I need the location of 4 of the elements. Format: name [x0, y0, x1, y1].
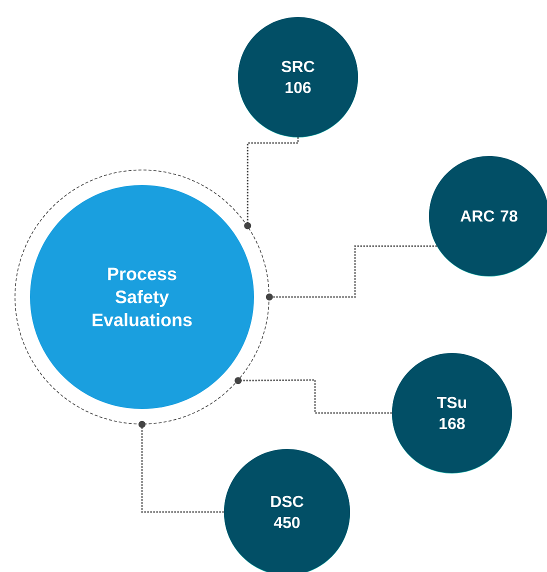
dotted-connector [138, 420, 224, 513]
dotted-connector [244, 137, 299, 230]
dotted-connector [234, 377, 392, 414]
dotted-connector [266, 245, 437, 300]
